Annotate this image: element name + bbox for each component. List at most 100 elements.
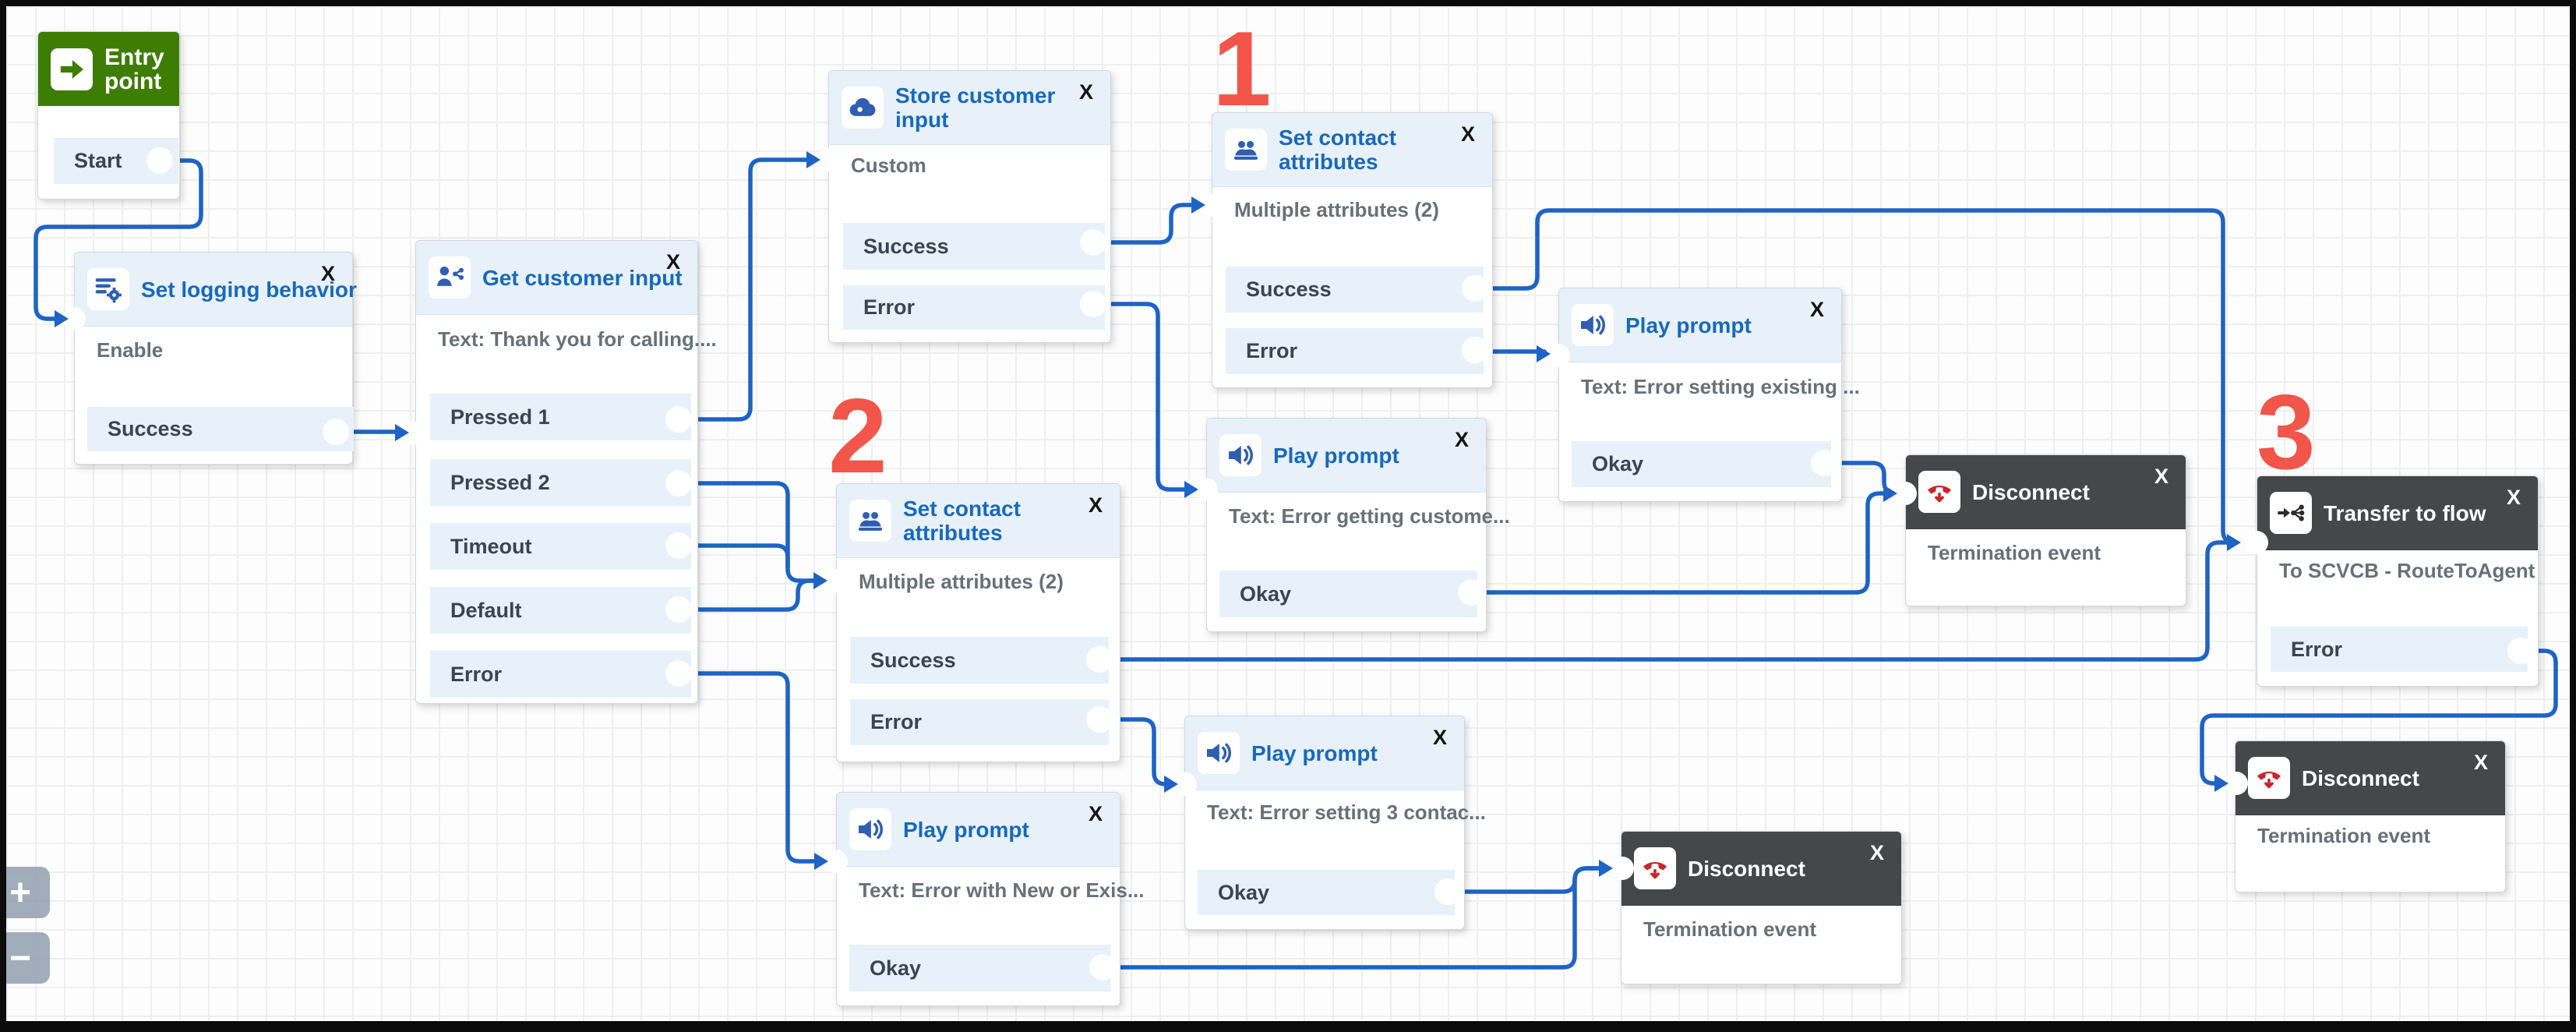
port-label: Error xyxy=(1246,339,1298,362)
port-label: Timeout xyxy=(450,534,532,558)
port-row-success[interactable]: Success xyxy=(1226,267,1484,313)
port-label: Pressed 2 xyxy=(450,470,550,494)
node-parameter: Enable xyxy=(97,338,164,362)
close-icon[interactable]: X xyxy=(2506,486,2521,509)
node-title: Play prompt xyxy=(1251,740,1378,765)
connector-store-error-to-playgetting xyxy=(1091,302,1194,492)
node-store-customer-input[interactable]: X Store customer input Custom Success Er… xyxy=(828,70,1111,343)
node-play-prompt-error-setting-3[interactable]: X Play prompt Text: Error setting 3 cont… xyxy=(1184,716,1486,930)
close-icon[interactable]: X xyxy=(1088,802,1103,825)
node-header: Disconnect xyxy=(1906,455,2186,529)
node-get-customer-input[interactable]: X Get customer input Text: Thank you for… xyxy=(415,240,717,704)
connector-timeout-to-sca2 xyxy=(676,543,790,570)
port-label: Start xyxy=(74,149,122,172)
port-row-success[interactable]: Success xyxy=(850,637,1109,684)
node-parameter: Termination event xyxy=(1643,917,1817,941)
node-title: Play prompt xyxy=(1273,443,1399,468)
close-icon[interactable]: X xyxy=(1078,80,1093,104)
port-row-default[interactable]: Default xyxy=(430,587,691,634)
port-row-error[interactable]: Error xyxy=(430,651,691,698)
close-icon[interactable]: X xyxy=(1809,298,1824,321)
node-play-prompt-error-new-or-existing[interactable]: X Play prompt Text: Error with New or Ex… xyxy=(836,792,1145,1006)
close-icon[interactable]: X xyxy=(1454,428,1469,451)
zoom-in-button[interactable]: + xyxy=(6,867,50,918)
contact-attributes-icon xyxy=(1225,129,1267,171)
port-label: Error xyxy=(2291,637,2343,661)
port-row-error[interactable]: Error xyxy=(850,699,1109,745)
close-icon[interactable]: X xyxy=(2154,465,2168,488)
close-icon[interactable]: X xyxy=(665,250,680,274)
node-header: Play prompt xyxy=(1207,419,1486,493)
node-set-logging-behavior[interactable]: X Set logging behavior Enable Success xyxy=(74,252,357,465)
port-label: Okay xyxy=(1592,452,1644,475)
close-icon[interactable]: X xyxy=(320,262,335,285)
node-play-prompt-error-getting-customer[interactable]: X Play prompt Text: Error getting custom… xyxy=(1206,418,1510,632)
flow-canvas[interactable]: 1 2 3 Entry point Start X Set logging be… xyxy=(6,6,2570,1021)
port-row-start[interactable]: Start xyxy=(54,138,178,184)
port-row-okay[interactable]: Okay xyxy=(849,945,1110,991)
port-row-error[interactable]: Error xyxy=(843,285,1105,330)
node-parameter: Text: Error setting existing ... xyxy=(1581,375,1860,398)
port-label: Okay xyxy=(1218,880,1270,904)
close-icon[interactable]: X xyxy=(1088,493,1103,517)
port-row-success[interactable]: Success xyxy=(843,223,1105,270)
node-header: Get customer input xyxy=(416,241,697,315)
node-header: Play prompt xyxy=(1185,716,1464,790)
node-parameter: Termination event xyxy=(2257,824,2431,847)
speaker-icon xyxy=(849,808,891,850)
node-parameter: Text: Error with New or Exis... xyxy=(859,878,1145,902)
connector-playnewexis-okay-to-discmid xyxy=(1100,866,1609,970)
node-title: Disconnect xyxy=(1972,479,2090,504)
node-parameter: Multiple attributes (2) xyxy=(859,570,1064,593)
port-row-success[interactable]: Success xyxy=(87,407,354,451)
close-icon[interactable]: X xyxy=(2473,751,2488,774)
port-row-timeout[interactable]: Timeout xyxy=(430,523,691,570)
port-label: Okay xyxy=(870,956,922,980)
node-title: Get customer input xyxy=(482,265,683,290)
node-title: Store customer input xyxy=(895,83,1056,132)
connector-sca2-success-to-transfer xyxy=(1097,540,2235,662)
port-label: Success xyxy=(1246,277,1332,301)
node-header: Store customer input xyxy=(829,71,1110,145)
node-disconnect-1[interactable]: X Disconnect Termination event xyxy=(1905,454,2186,606)
node-set-contact-attributes-2[interactable]: X Set contact attributes Multiple attrib… xyxy=(836,483,1120,762)
port-row-okay[interactable]: Okay xyxy=(1219,571,1477,617)
node-parameter: Multiple attributes (2) xyxy=(1234,198,1439,221)
annotation-number-2: 2 xyxy=(828,376,887,495)
node-disconnect-middle[interactable]: X Disconnect Termination event xyxy=(1621,831,1902,984)
port-row-okay[interactable]: Okay xyxy=(1198,870,1455,915)
port-label: Success xyxy=(108,417,193,440)
node-title: Set contact attributes xyxy=(1279,125,1396,174)
zoom-out-button[interactable]: − xyxy=(6,932,50,984)
annotation-number-1: 1 xyxy=(1212,9,1272,128)
node-parameter: Termination event xyxy=(1928,541,2101,564)
phone-hangup-icon xyxy=(1918,471,1960,513)
close-icon[interactable]: X xyxy=(1460,122,1475,146)
node-disconnect-bottom-right[interactable]: X Disconnect Termination event xyxy=(2235,740,2506,892)
node-parameter: Text: Error getting custome... xyxy=(1229,504,1510,528)
node-parameter: Text: Thank you for calling.... xyxy=(438,327,717,351)
node-header: Play prompt xyxy=(837,793,1120,867)
node-play-prompt-error-setting-existing[interactable]: X Play prompt Text: Error setting existi… xyxy=(1558,288,1860,502)
port-row-pressed-2[interactable]: Pressed 2 xyxy=(430,459,691,506)
node-set-contact-attributes-1[interactable]: X Set contact attributes Multiple attrib… xyxy=(1212,112,1493,388)
node-title: Disconnect xyxy=(1688,856,1805,881)
connector-pressed2-to-sca2 xyxy=(676,481,824,583)
node-title: Transfer to flow xyxy=(2324,500,2486,525)
port-row-error[interactable]: Error xyxy=(1226,328,1484,374)
close-icon[interactable]: X xyxy=(1432,726,1447,749)
node-header: Play prompt xyxy=(1559,288,1841,362)
node-header: Set logging behavior xyxy=(75,253,357,327)
node-entry-point[interactable]: Entry point Start xyxy=(37,31,180,200)
port-row-error[interactable]: Error xyxy=(2271,627,2528,672)
node-parameter: To SCVCB - RouteToAgent xyxy=(2279,559,2535,582)
port-row-pressed-1[interactable]: Pressed 1 xyxy=(430,394,691,440)
connector-pressed1-to-store xyxy=(676,157,817,422)
port-row-okay[interactable]: Okay xyxy=(1572,441,1831,487)
connector-start-to-setlogging xyxy=(34,158,203,321)
connector-playgetting-okay-to-disc1 xyxy=(1469,491,1893,595)
node-header: Transfer to flow xyxy=(2257,476,2538,550)
close-icon[interactable]: X xyxy=(1869,841,1884,864)
node-transfer-to-flow[interactable]: X Transfer to flow To SCVCB - RouteToAge… xyxy=(2257,475,2539,687)
connector-store-success-to-sca1 xyxy=(1091,203,1202,245)
